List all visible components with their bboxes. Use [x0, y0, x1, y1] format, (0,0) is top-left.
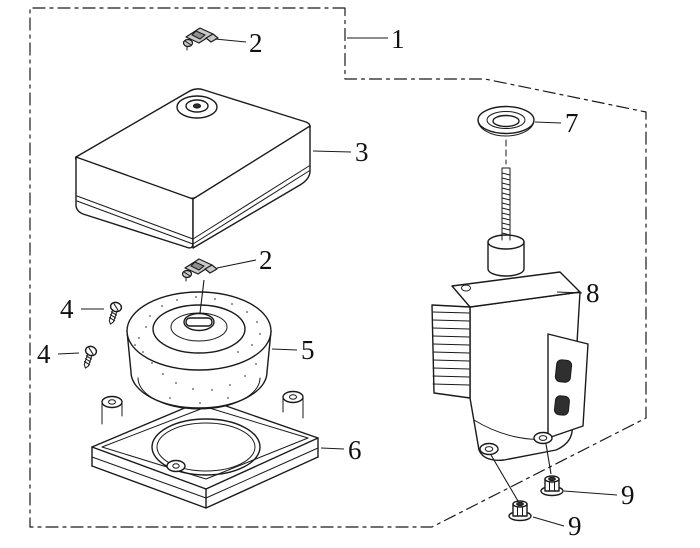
air-cleaner-cover-part	[74, 88, 311, 249]
callout-2-mid: 2	[259, 245, 273, 275]
callout-2-top: 2	[249, 28, 263, 58]
cover-clip-part-top	[182, 27, 219, 51]
callout-leader-lines	[57, 37, 618, 527]
intake-elbow-body-part	[431, 167, 589, 461]
flange-nut-part-right	[540, 475, 564, 497]
screw-part-lower	[83, 345, 98, 369]
assembly-boundary-outline	[29, 7, 647, 528]
cover-wingnut-hole	[192, 103, 202, 109]
callout-5: 5	[301, 335, 315, 365]
callout-4-upper: 4	[60, 294, 74, 324]
callout-4-lower: 4	[37, 339, 51, 369]
base-pan-center-hole	[151, 418, 261, 476]
filter-element-part	[126, 291, 272, 410]
callout-1: 1	[391, 24, 405, 54]
callout-8: 8	[586, 278, 600, 308]
flange-nut-part-bottom	[508, 500, 532, 522]
seal-ring-part	[477, 105, 535, 137]
callout-6: 6	[348, 435, 362, 465]
carb-flange-plate	[547, 333, 589, 439]
callout-7: 7	[565, 108, 579, 138]
screw-part-upper	[108, 301, 123, 325]
cover-clip-part-mid	[181, 258, 218, 282]
nut-axis-line-b	[545, 443, 552, 475]
clip-to-filter-axis-line	[199, 279, 205, 314]
filter-hub-slot	[185, 317, 213, 327]
callout-3: 3	[355, 137, 369, 167]
base-pan-part	[91, 390, 319, 509]
callout-9-bottom: 9	[568, 511, 582, 541]
callout-9-right: 9	[621, 480, 635, 510]
nut-axis-line-a	[490, 454, 519, 502]
